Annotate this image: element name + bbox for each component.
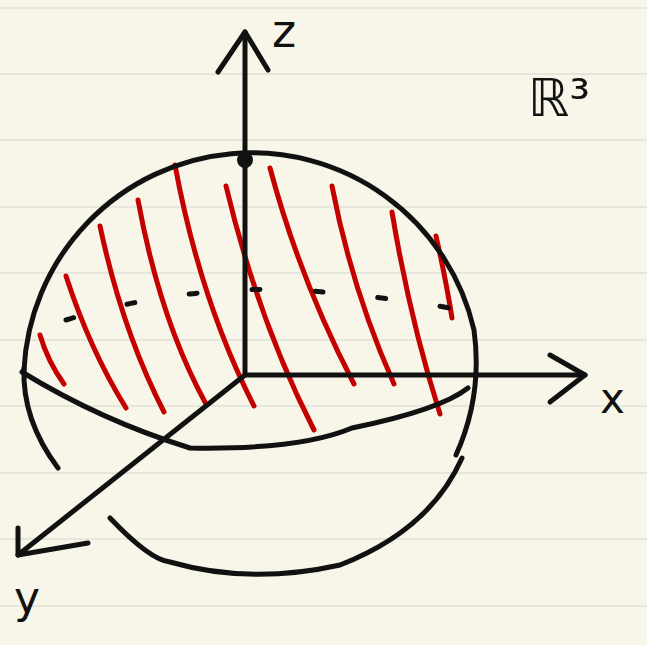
axis-label: z: [272, 8, 296, 54]
ruled-lines: [0, 8, 647, 606]
axes: [18, 32, 585, 555]
space-label: ℝ³: [528, 72, 590, 124]
back-equator: [66, 289, 468, 320]
axis-label: y: [14, 576, 40, 620]
axis-point: [237, 152, 253, 168]
sphere-outline: [22, 153, 476, 574]
axis-label: x: [600, 378, 625, 420]
